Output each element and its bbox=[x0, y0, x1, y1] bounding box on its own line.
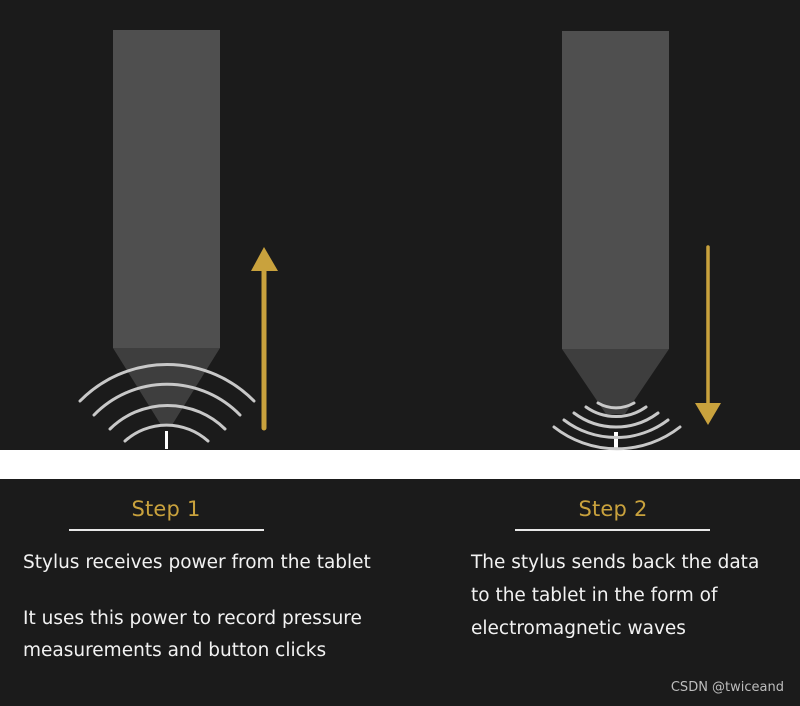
step1-line-3: measurements and button clicks bbox=[23, 640, 327, 661]
stylus-tip bbox=[614, 432, 618, 449]
arrow-up-icon bbox=[251, 247, 278, 431]
em-waves-icon bbox=[552, 401, 682, 451]
step2-title: Step 2 bbox=[578, 497, 648, 521]
stylus-tip bbox=[165, 431, 168, 449]
step2-underline bbox=[515, 529, 710, 531]
em-waves-icon bbox=[78, 363, 256, 443]
step2-line-2: to the tablet in the form of bbox=[471, 585, 718, 606]
step1-line-2: It uses this power to record pressure bbox=[23, 608, 362, 629]
stylus-cone bbox=[562, 349, 669, 414]
tablet-surface bbox=[0, 450, 800, 479]
step1-title: Step 1 bbox=[131, 497, 201, 521]
stylus-body bbox=[113, 30, 220, 348]
stylus-step1 bbox=[78, 30, 256, 449]
step1-underline bbox=[69, 529, 264, 531]
stylus-body bbox=[562, 31, 669, 349]
watermark: CSDN @twiceand bbox=[670, 680, 784, 695]
step2-line-1: The stylus sends back the data bbox=[471, 552, 760, 573]
arrow-down-icon bbox=[695, 245, 721, 425]
step1-line-1: Stylus receives power from the tablet bbox=[23, 552, 371, 573]
stylus-step2 bbox=[552, 31, 682, 451]
stylus-diagram bbox=[0, 30, 800, 479]
step2-line-3: electromagnetic waves bbox=[471, 618, 686, 639]
